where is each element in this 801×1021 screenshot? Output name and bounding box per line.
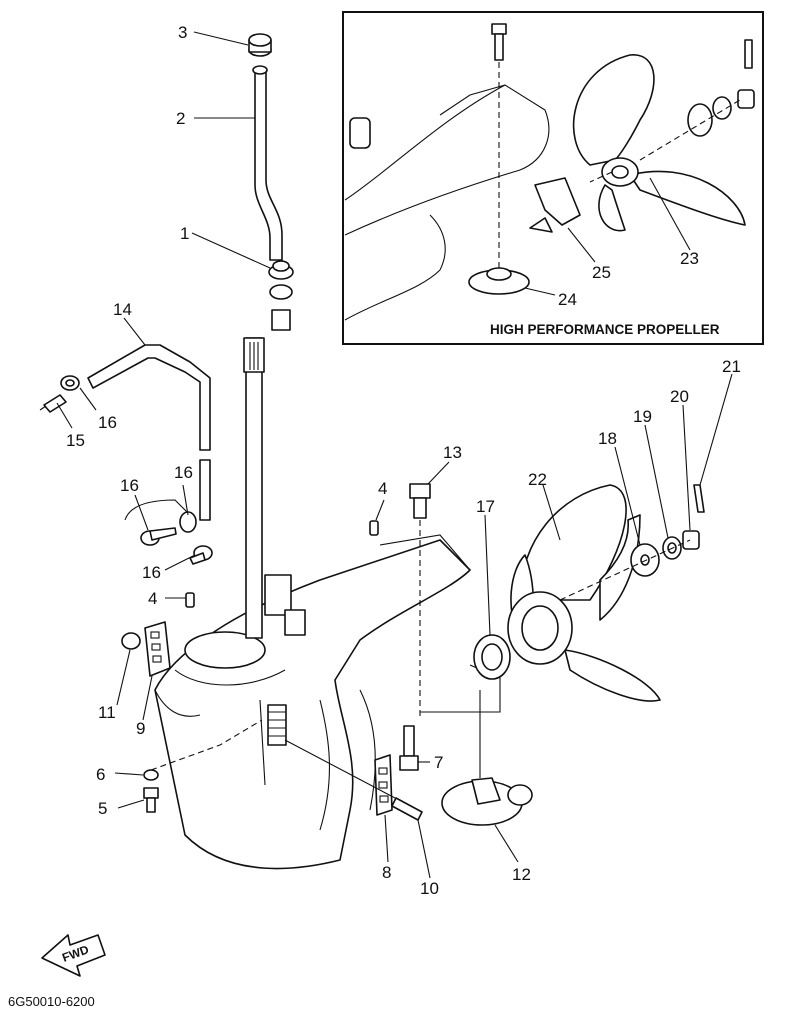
washer-18: [630, 543, 660, 577]
screw-10: [391, 797, 423, 821]
bolt-5: [143, 787, 159, 813]
callout-23: 23: [680, 249, 699, 268]
pin-4-lower: [185, 592, 195, 608]
callout-25: 25: [592, 263, 611, 282]
callout-1: 3: [178, 23, 187, 42]
callout-2: 2: [176, 109, 185, 128]
callout-6: 6: [96, 765, 105, 784]
drawing-code: 6G50010-6200: [8, 994, 95, 1009]
inset-title: HIGH PERFORMANCE PROPELLER: [490, 322, 720, 337]
callout-7: 7: [434, 753, 443, 772]
spacer-17: [473, 634, 511, 680]
washer-6: [143, 769, 159, 781]
anode-12: [441, 777, 533, 826]
callout-11: 11: [98, 703, 116, 722]
nut-11: [121, 632, 141, 650]
callout-8: 8: [382, 863, 391, 882]
clip-16-lower: [189, 545, 213, 565]
callout-24: 24: [558, 290, 577, 309]
inset-anode-24: [468, 267, 530, 295]
callout-14: 14: [113, 300, 132, 319]
fitting-15: [39, 394, 67, 413]
water-inlet-grille: [267, 704, 287, 746]
callout-16-lower: 16: [142, 563, 161, 582]
leader-lines: [56, 31, 733, 879]
clip-16-upper: [60, 375, 80, 391]
callout-12: 12: [512, 865, 531, 884]
cotter-pin-21: [693, 484, 705, 513]
plate-9: [144, 621, 171, 677]
callout-numbers: 3 2: [176, 23, 187, 128]
propeller-22: [507, 484, 661, 702]
inset-tab-washer-25: [529, 177, 581, 233]
callout-10: 10: [420, 879, 439, 898]
lower-casing: [154, 534, 471, 870]
nut-20: [682, 530, 700, 550]
drive-shaft: [243, 337, 265, 639]
high-performance-propeller-inset: 23 24 25 HIGH PERFORMANCE PROPELLER: [342, 11, 764, 345]
grommet-3: [248, 33, 272, 57]
inset-propeller-23: [572, 54, 746, 232]
bolt-13: [409, 483, 431, 519]
callout-17: 17: [476, 497, 495, 516]
callout-21: 21: [722, 357, 741, 376]
water-tube: [252, 65, 283, 261]
callout-13: 13: [443, 443, 462, 462]
callout-19: 19: [633, 407, 652, 426]
clip-16-middle: [140, 527, 177, 546]
grommet-1: [268, 260, 294, 331]
callout-15: 15: [66, 431, 85, 450]
callout-1-label: 1: [180, 224, 189, 243]
plate-8: [374, 754, 393, 816]
bolt-7: [399, 725, 419, 771]
callout-9: 9: [136, 719, 145, 738]
inset-bolt: [491, 23, 507, 61]
callout-18: 18: [598, 429, 617, 448]
callout-4-lower: 4: [148, 589, 157, 608]
callout-16-right: 16: [174, 463, 193, 482]
callout-22: 22: [528, 470, 547, 489]
callout-4-upper: 4: [378, 479, 387, 498]
callout-16-middle: 16: [120, 476, 139, 495]
callout-16-upper: 16: [98, 413, 117, 432]
callout-20: 20: [670, 387, 689, 406]
fwd-arrow-icon: FWD: [41, 934, 106, 977]
pin-4-upper: [369, 520, 379, 536]
callout-5: 5: [98, 799, 107, 818]
hose-14: [87, 344, 211, 521]
